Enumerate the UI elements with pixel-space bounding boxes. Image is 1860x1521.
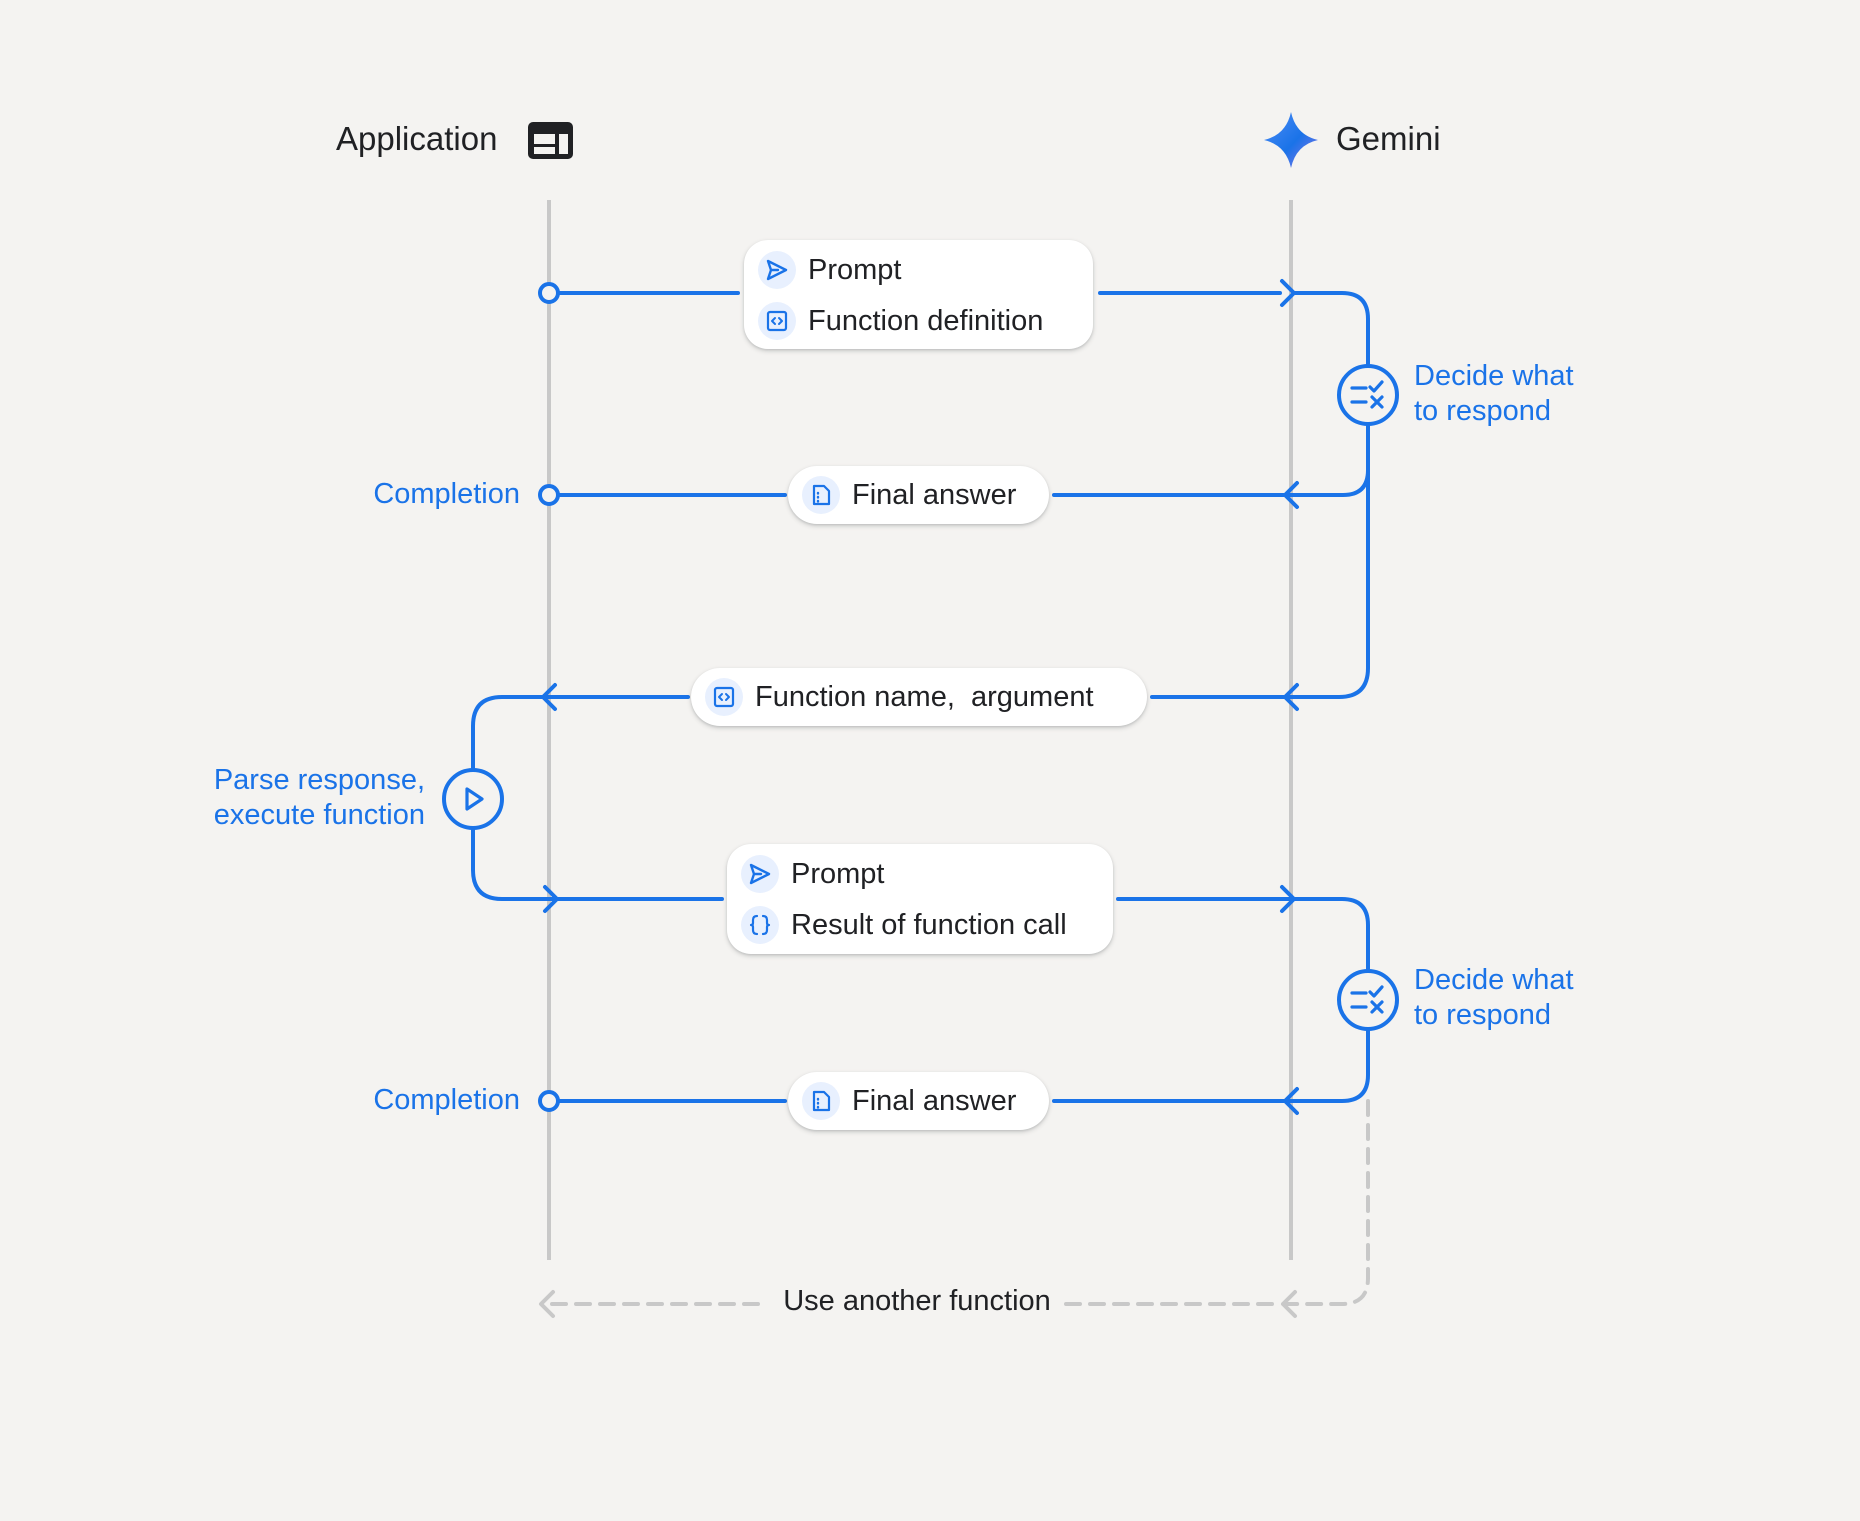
- final-answer-card-2: Final answer: [788, 1072, 1049, 1130]
- function-call-label: Function name, argument: [755, 680, 1094, 713]
- prompt-label: Prompt: [808, 253, 902, 286]
- function-call-row: Function name, argument: [705, 677, 1094, 717]
- execute-label: Parse response, execute function: [213, 764, 425, 831]
- decide-icon-2: [1337, 969, 1399, 1031]
- decide-label-1: Decide what to respond: [1414, 360, 1574, 427]
- send-icon: [741, 855, 779, 893]
- loop-arrow-application: [539, 1290, 555, 1318]
- decide-icon-1: [1337, 364, 1399, 426]
- final-answer-row-2: Final answer: [802, 1081, 1016, 1121]
- play-icon: [442, 768, 504, 830]
- code-icon: [758, 302, 796, 340]
- completion-label-1: Completion: [373, 478, 520, 510]
- web-layout-icon: [528, 122, 573, 159]
- function-call-card: Function name, argument: [691, 668, 1147, 726]
- completion-label-2: Completion: [373, 1084, 520, 1116]
- document-icon: [802, 476, 840, 514]
- final-answer-label-2: Final answer: [852, 1084, 1017, 1117]
- curly-braces-icon: [741, 906, 779, 944]
- result-row: Result of function call: [741, 905, 1067, 945]
- prompt-row-2: Prompt: [741, 854, 884, 894]
- result-label: Result of function call: [791, 908, 1067, 941]
- function-definition-label: Function definition: [808, 304, 1044, 337]
- application-header: Application: [336, 120, 498, 157]
- completion-node-1: [538, 484, 560, 506]
- final-answer-label-1: Final answer: [852, 478, 1017, 511]
- document-icon: [802, 1082, 840, 1120]
- send-icon: [758, 251, 796, 289]
- request-1-card: Prompt Function definition: [744, 240, 1093, 349]
- answer-1-arrow: [555, 468, 1370, 509]
- gemini-header: Gemini: [1336, 120, 1441, 157]
- final-answer-card-1: Final answer: [788, 466, 1049, 524]
- request-1-arrow: [555, 279, 1370, 699]
- final-answer-row-1: Final answer: [802, 475, 1016, 515]
- decide-label-2: Decide what to respond: [1414, 964, 1574, 1031]
- request-2-card: Prompt Result of function call: [727, 844, 1113, 954]
- start-node: [538, 282, 560, 304]
- gemini-sparkle-icon: [1264, 112, 1318, 168]
- use-another-function-label: Use another function: [772, 1283, 1062, 1319]
- prompt-row: Prompt: [758, 250, 901, 290]
- answer-2-arrow: [555, 1087, 1299, 1115]
- code-icon: [705, 678, 743, 716]
- function-call-arrow: [471, 683, 1299, 773]
- function-definition-row: Function definition: [758, 301, 1043, 341]
- prompt-label-2: Prompt: [791, 857, 885, 890]
- loop-dashed-path: [546, 1099, 1370, 1306]
- loop-arrow-gemini: [1281, 1290, 1297, 1318]
- completion-node-2: [538, 1090, 560, 1112]
